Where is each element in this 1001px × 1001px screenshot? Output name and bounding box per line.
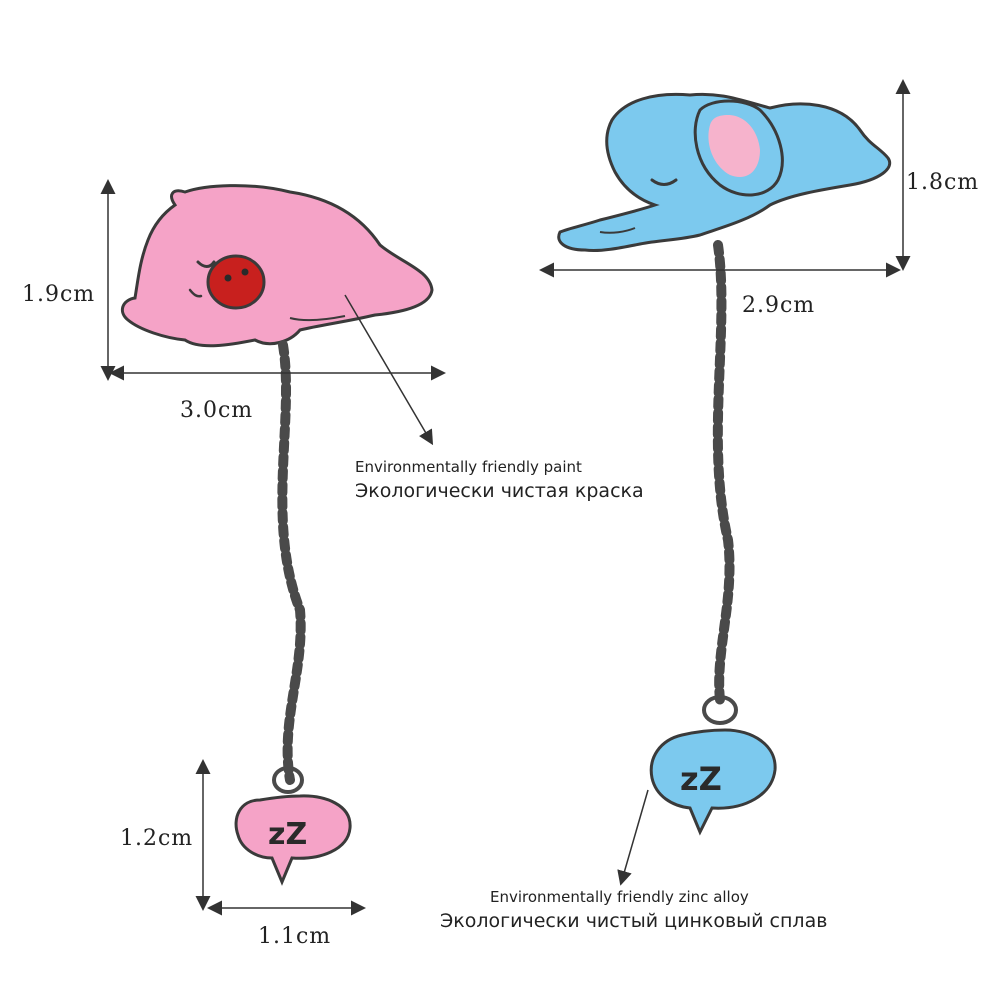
pig-chain: [277, 340, 306, 785]
paint-caption-en: Environmentally friendly paint: [355, 458, 582, 476]
pig-body: [120, 184, 434, 348]
blue-bubble-text: zZ: [680, 760, 722, 798]
paint-pointer: [344, 294, 434, 446]
pig-leg-line: [289, 315, 346, 322]
elephant-trunk-line: [599, 227, 636, 234]
alloy-caption-ru: Экологически чистый цинковый сплав: [440, 910, 828, 932]
pig-chain-ring: [272, 766, 304, 794]
pig-width-label: 3.0cm: [180, 398, 254, 423]
paint-caption: Environmentally friendly paint Экологиче…: [355, 458, 644, 502]
elephant-chain: [712, 240, 735, 705]
pig-height-label: 1.9cm: [22, 282, 96, 307]
dimension-lines: [100, 79, 911, 916]
pig-eye: [196, 260, 216, 268]
pink-speech-bubble: [234, 794, 352, 886]
blue-speech-bubble: [649, 728, 777, 836]
pig-brooch: zZ: [120, 184, 434, 886]
alloy-pointer: [617, 789, 649, 886]
bubble-height-label: 1.2cm: [120, 826, 194, 851]
pig-nostril-right: [241, 268, 249, 276]
paint-caption-ru: Экологически чистая краска: [355, 480, 644, 502]
elephant-width-label: 2.9cm: [742, 293, 816, 318]
pig-nostril-left: [224, 274, 232, 282]
elephant-eye: [650, 178, 678, 186]
pig-cheek: [188, 288, 203, 298]
elephant-inner-ear: [708, 115, 760, 178]
elephant-height-label: 1.8cm: [906, 170, 980, 195]
elephant-chain-ring: [702, 695, 738, 725]
alloy-caption: Environmentally friendly zinc alloy Экол…: [440, 888, 827, 932]
alloy-caption-en: Environmentally friendly zinc alloy: [490, 888, 749, 906]
pig-snout: [206, 254, 266, 310]
elephant-brooch: zZ: [557, 92, 892, 836]
bubble-width-label: 1.1cm: [258, 924, 332, 949]
pink-bubble-text: zZ: [268, 817, 307, 852]
